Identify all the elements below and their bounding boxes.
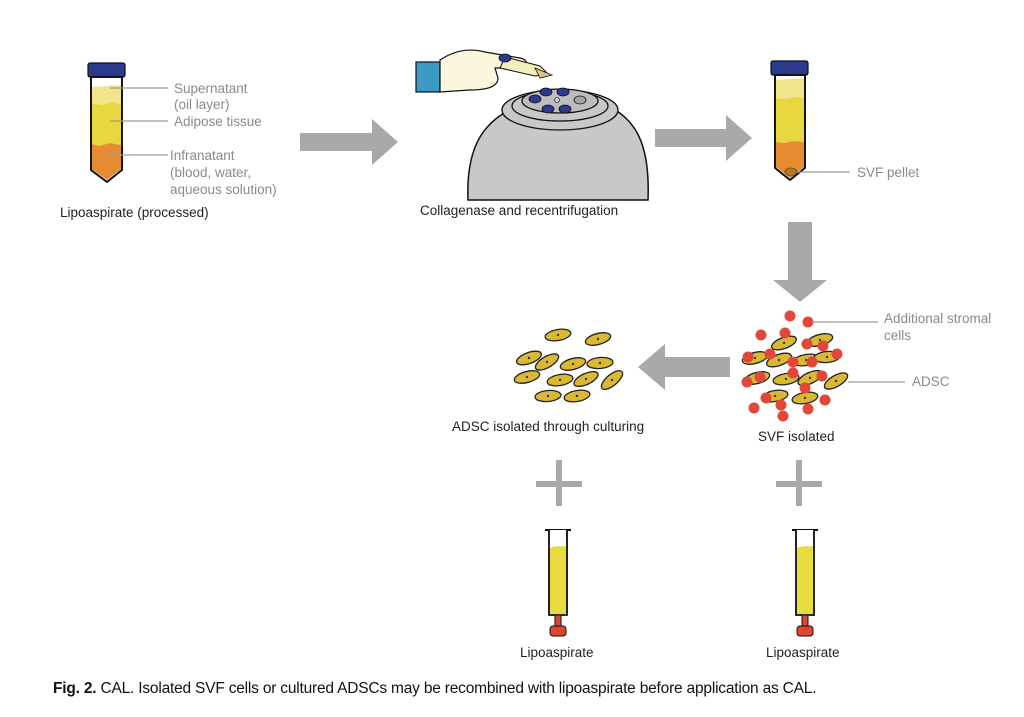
cell-nucleus <box>596 337 600 341</box>
infranatant-label: Infranatant <box>170 148 235 163</box>
stromal-cell <box>831 348 843 360</box>
cell-nucleus <box>546 394 550 398</box>
stromal-cell <box>742 351 754 363</box>
cell-nucleus <box>753 356 757 360</box>
cultured-adsc-title: ADSC isolated through culturing <box>452 419 644 434</box>
supernatant-label: Supernatant <box>174 81 248 96</box>
cultured-adsc-cluster <box>513 328 624 403</box>
stromal-cell <box>779 327 791 339</box>
arrow-right-icon <box>300 119 398 165</box>
stromal-cell <box>748 402 760 414</box>
adipose-label: Adipose tissue <box>174 114 262 129</box>
cell-nucleus <box>808 376 812 380</box>
adipose-layer <box>92 102 121 146</box>
stromal-cell <box>784 310 796 322</box>
syringe-left-label: Lipoaspirate <box>520 645 594 660</box>
cell-nucleus <box>598 361 602 365</box>
stromal-cell <box>754 371 766 383</box>
cell-nucleus <box>571 362 575 366</box>
tube-cap-icon <box>770 60 809 76</box>
infranatant-sublabel-2: aqueous solution) <box>170 182 277 197</box>
infranatant-layer <box>92 143 121 180</box>
stromal-cell <box>764 348 776 360</box>
cell-nucleus <box>545 360 549 364</box>
stromal-cell <box>775 399 787 411</box>
centrifuge-illustration: Collagenase and recentrifugation <box>415 49 649 218</box>
cell-nucleus <box>525 375 529 379</box>
svf-pellet-label: SVF pellet <box>857 165 920 180</box>
syringe-right-icon <box>792 529 818 637</box>
syringe-right-label: Lipoaspirate <box>766 645 840 660</box>
tube-cap-icon <box>87 62 126 78</box>
stromal-cell <box>819 394 831 406</box>
cell-nucleus <box>777 358 781 362</box>
arrow-right-icon <box>655 115 752 161</box>
cell-nucleus <box>558 378 562 382</box>
stromal-cells-label: Additional stromal <box>884 311 991 326</box>
cell-nucleus <box>610 378 614 382</box>
arrow-left-icon <box>638 344 730 390</box>
caption-text: CAL. Isolated SVF cells or cultured ADSC… <box>96 680 817 697</box>
cell-nucleus <box>527 356 531 360</box>
syringe-left-icon <box>545 529 571 637</box>
stromal-cell <box>787 356 799 368</box>
stromal-cell <box>799 382 811 394</box>
recentrifuged-tube: SVF pellet <box>770 60 920 182</box>
cell-nucleus <box>818 338 822 342</box>
cell-nucleus <box>784 377 788 381</box>
stromal-cell <box>760 392 772 404</box>
cell-nucleus <box>584 377 588 381</box>
stromal-cell <box>801 338 813 350</box>
cell-nucleus <box>782 341 786 345</box>
supernatant-sublabel: (oil layer) <box>174 97 230 112</box>
processed-lipoaspirate-tube: Supernatant (oil layer) Adipose tissue I… <box>60 62 277 220</box>
stromal-cell <box>802 316 814 328</box>
svf-isolated-title: SVF isolated <box>758 429 835 444</box>
stromal-cell <box>777 410 789 422</box>
figure-caption: Fig. 2. CAL. Isolated SVF cells or cultu… <box>53 680 1013 698</box>
arrow-down-icon <box>773 222 827 302</box>
gloved-hand-icon <box>415 49 554 93</box>
plus-icon <box>536 460 582 506</box>
stromal-cell <box>816 370 828 382</box>
stromal-cells-sublabel: cells <box>884 328 911 343</box>
stromal-cell <box>817 340 829 352</box>
infranatant-sublabel-1: (blood, water, <box>170 165 251 180</box>
cell-nucleus <box>556 333 560 337</box>
caption-prefix: Fig. 2. <box>53 680 97 697</box>
oil-layer <box>92 85 121 105</box>
stromal-cell <box>806 356 818 368</box>
centrifuge-title: Collagenase and recentrifugation <box>420 203 618 218</box>
tube1-title: Lipoaspirate (processed) <box>60 205 209 220</box>
plus-icon <box>776 460 822 506</box>
cell-nucleus <box>804 358 808 362</box>
stromal-cell <box>787 367 799 379</box>
svf-cell-cluster <box>741 310 849 422</box>
stromal-cell <box>755 329 767 341</box>
cell-nucleus <box>825 355 829 359</box>
cell-nucleus <box>575 394 579 398</box>
cell-nucleus <box>834 379 838 383</box>
rotor-tubes <box>528 87 587 114</box>
cell-nucleus <box>803 396 807 400</box>
adsc-label: ADSC <box>912 374 950 389</box>
stromal-cell <box>802 403 814 415</box>
cell-nucleus <box>773 394 777 398</box>
stromal-cell <box>741 376 753 388</box>
